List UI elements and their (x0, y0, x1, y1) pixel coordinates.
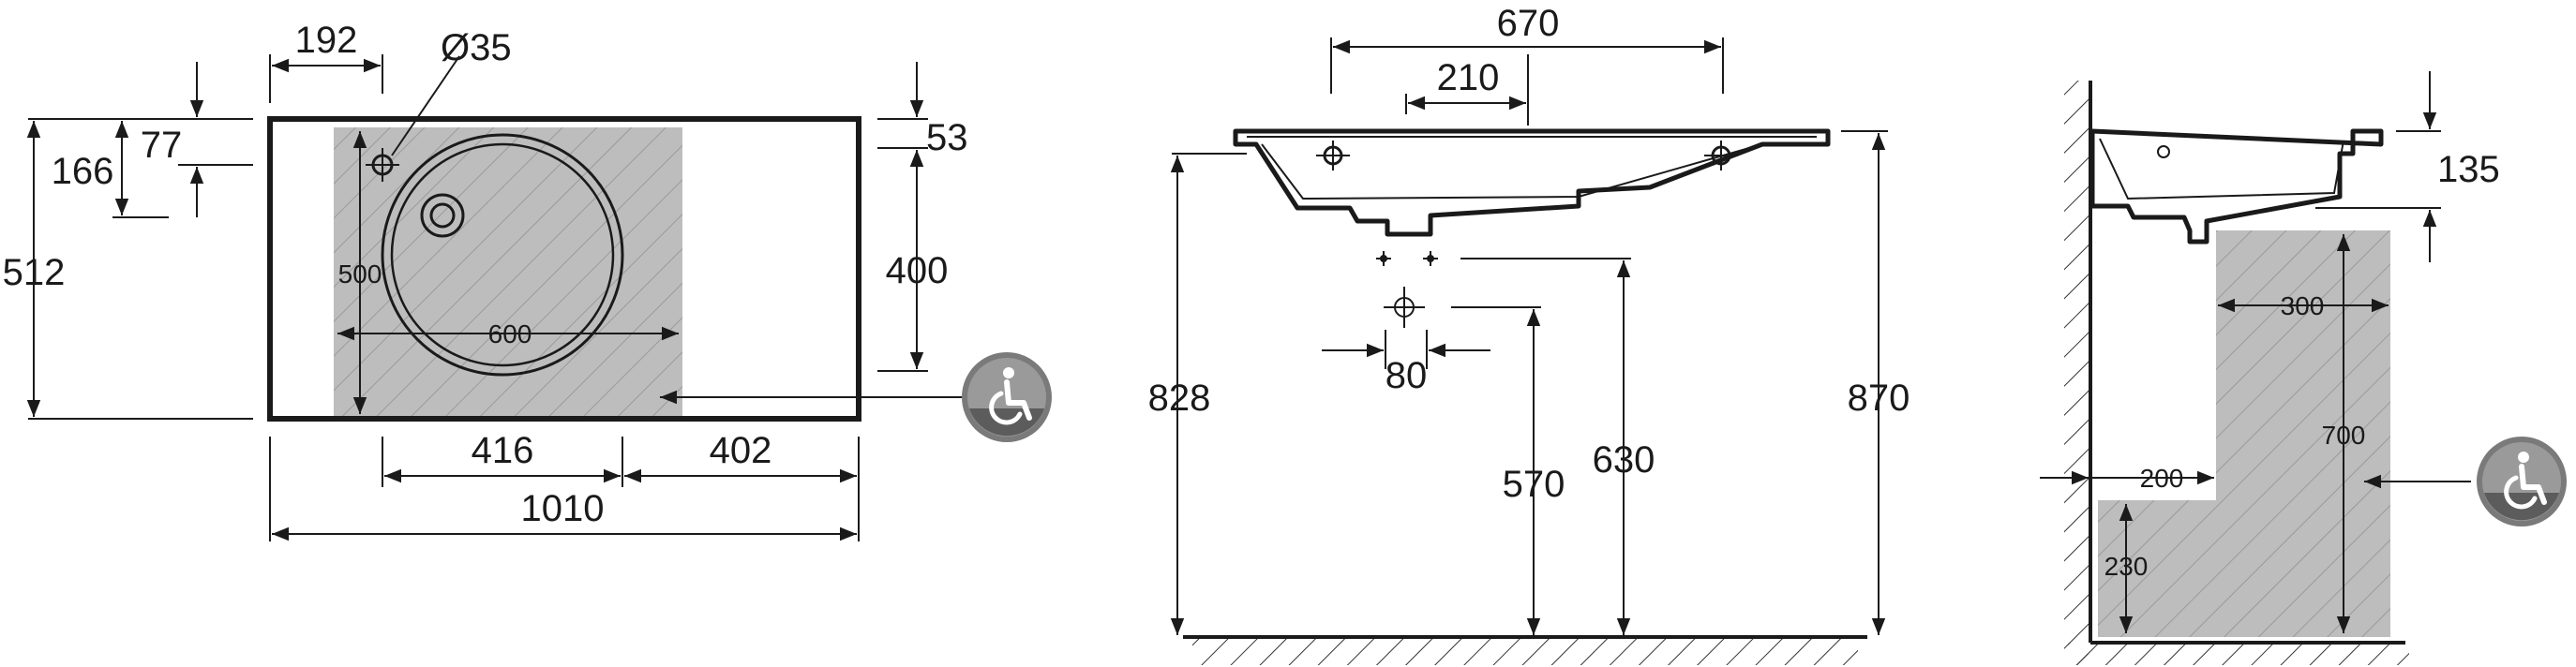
dim-53: 53 (926, 117, 968, 158)
wall-hatch (2064, 81, 2089, 665)
dim-870: 870 (1848, 378, 1910, 419)
dim-300: 300 (2281, 291, 2325, 320)
dim-670: 670 (1497, 3, 1560, 44)
dim-500: 500 (338, 259, 382, 289)
dim-135: 135 (2437, 149, 2500, 190)
bowl-outer (381, 133, 624, 377)
dim-230: 230 (2104, 552, 2149, 581)
dim-tap-diameter: Ø35 (441, 27, 512, 68)
dim-570: 570 (1503, 464, 1565, 505)
top-view: 192 Ø35 77 166 512 500 600 53 400 (3, 20, 1052, 541)
drain-outer (420, 193, 465, 238)
dim-80: 80 (1385, 355, 1428, 396)
access-zone-top (334, 127, 682, 417)
basin-outline-top (267, 116, 861, 422)
basin-profile-side (2089, 128, 2384, 245)
dim-210: 210 (1437, 57, 1500, 98)
side-view: 135 300 700 200 230 (2040, 71, 2567, 665)
wheelchair-access-icon (962, 352, 1052, 442)
front-view: 670 210 80 828 570 630 870 (1148, 3, 1910, 665)
dim-630: 630 (1593, 439, 1655, 481)
dim-192: 192 (295, 20, 358, 61)
dim-828: 828 (1148, 378, 1211, 419)
access-zone-side (2098, 230, 2390, 637)
bowl-inner (390, 142, 615, 367)
dim-166: 166 (52, 151, 114, 192)
basin-profile-front (1233, 128, 1831, 237)
dim-512: 512 (3, 252, 66, 293)
dim-402: 402 (710, 430, 772, 471)
dim-200: 200 (2140, 464, 2184, 493)
floor-hatch-side (2068, 643, 2409, 665)
drain-inner (429, 202, 456, 229)
dim-1010: 1010 (521, 488, 605, 529)
dim-416: 416 (472, 430, 534, 471)
dim-700: 700 (2322, 421, 2366, 450)
dim-400: 400 (886, 250, 949, 291)
dim-77: 77 (141, 125, 183, 166)
wheelchair-access-icon (2477, 437, 2567, 526)
floor-hatch-front (1192, 637, 1858, 665)
dim-600: 600 (488, 319, 532, 348)
